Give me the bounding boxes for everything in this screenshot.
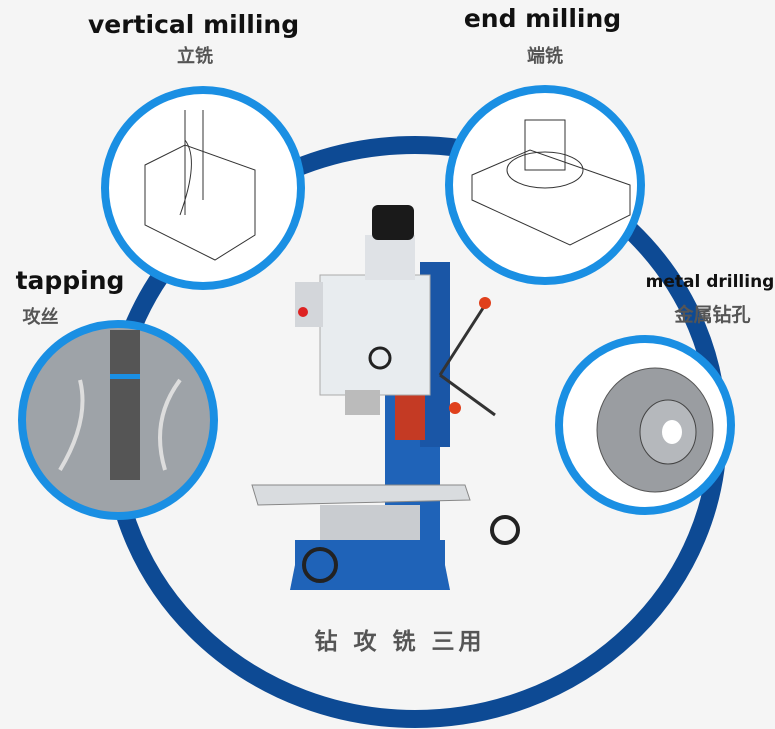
metal-drilling-image [555,335,735,515]
vertical-milling-label: vertical milling [88,10,300,39]
tapping-label: tapping [15,266,125,295]
vertical-milling-label-zh: 立铣 [177,46,213,67]
end-milling-label-zh: 端铣 [527,46,563,67]
vertical-milling-image [101,86,305,290]
tapping-label-zh: 攻丝 [22,307,59,328]
metal-drilling-label-zh: 金属钻孔 [674,304,751,326]
end-milling-label: end milling [463,4,622,33]
tapping-image [18,320,218,520]
milling-machine-image [251,205,520,590]
caption: 钻 攻 铣 三用 [314,629,486,655]
end-milling-image [445,85,645,285]
metal-drilling-label: metal drilling [645,272,775,292]
